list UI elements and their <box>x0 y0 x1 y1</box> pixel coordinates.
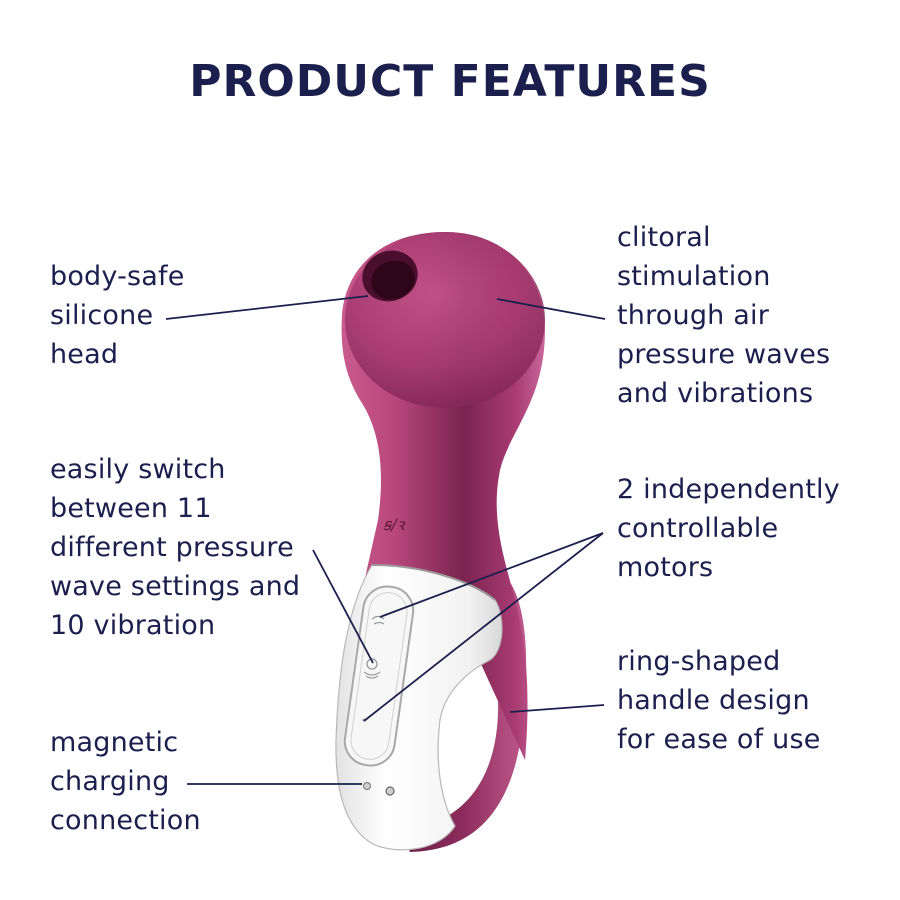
leader-switch <box>312 549 374 664</box>
charging-contact-1 <box>363 782 371 790</box>
leader-motor-1 <box>379 532 604 618</box>
callout-line: connection <box>50 805 201 836</box>
callout-line: pressure waves <box>617 339 831 370</box>
callout-line: easily switch <box>50 454 226 485</box>
power-icon <box>363 658 381 679</box>
callout-motors: 2 independently controllable motors <box>617 470 840 587</box>
callout-line: magnetic <box>50 727 179 758</box>
callout-line: through air <box>617 300 770 331</box>
callout-line: handle design <box>617 685 810 716</box>
callout-line: and vibrations <box>617 378 814 409</box>
callout-silicone-head: body-safe silicone head <box>50 257 185 374</box>
callout-line: for ease of use <box>617 724 821 755</box>
callout-line: head <box>50 339 119 370</box>
callout-ring-handle: ring-shaped handle design for ease of us… <box>617 642 821 759</box>
charging-contact-2 <box>385 786 395 796</box>
leader-lines <box>165 295 606 785</box>
callout-line: body-safe <box>50 261 185 292</box>
brand-logo: ꞩ/ꝛ <box>383 515 406 534</box>
button-panel <box>343 585 415 767</box>
wave-icon <box>371 615 385 625</box>
callout-line: 10 vibration <box>50 610 216 641</box>
callout-line: charging <box>50 766 170 797</box>
callout-line: controllable <box>617 513 779 544</box>
callout-line: clitoral <box>617 222 711 253</box>
leader-head <box>165 295 369 320</box>
callout-magnetic-charging: magnetic charging connection <box>50 723 201 840</box>
callout-line: silicone <box>50 300 154 331</box>
leader-stimulation <box>496 298 606 320</box>
callout-line: motors <box>617 552 714 583</box>
page-title: PRODUCT FEATURES <box>189 56 711 107</box>
callout-line: 2 independently <box>617 474 840 505</box>
callout-line: between 11 <box>50 493 212 524</box>
leader-ring <box>509 704 605 713</box>
callout-line: ring-shaped <box>617 646 781 677</box>
control-grip <box>335 564 503 851</box>
callout-line: stimulation <box>617 261 771 292</box>
callout-line: wave settings and <box>50 571 301 602</box>
callout-settings: easily switch between 11 different press… <box>50 450 300 645</box>
callout-line: different pressure <box>50 532 294 563</box>
leader-motor-2 <box>363 532 604 722</box>
callout-stimulation: clitoral stimulation through air pressur… <box>617 218 830 413</box>
